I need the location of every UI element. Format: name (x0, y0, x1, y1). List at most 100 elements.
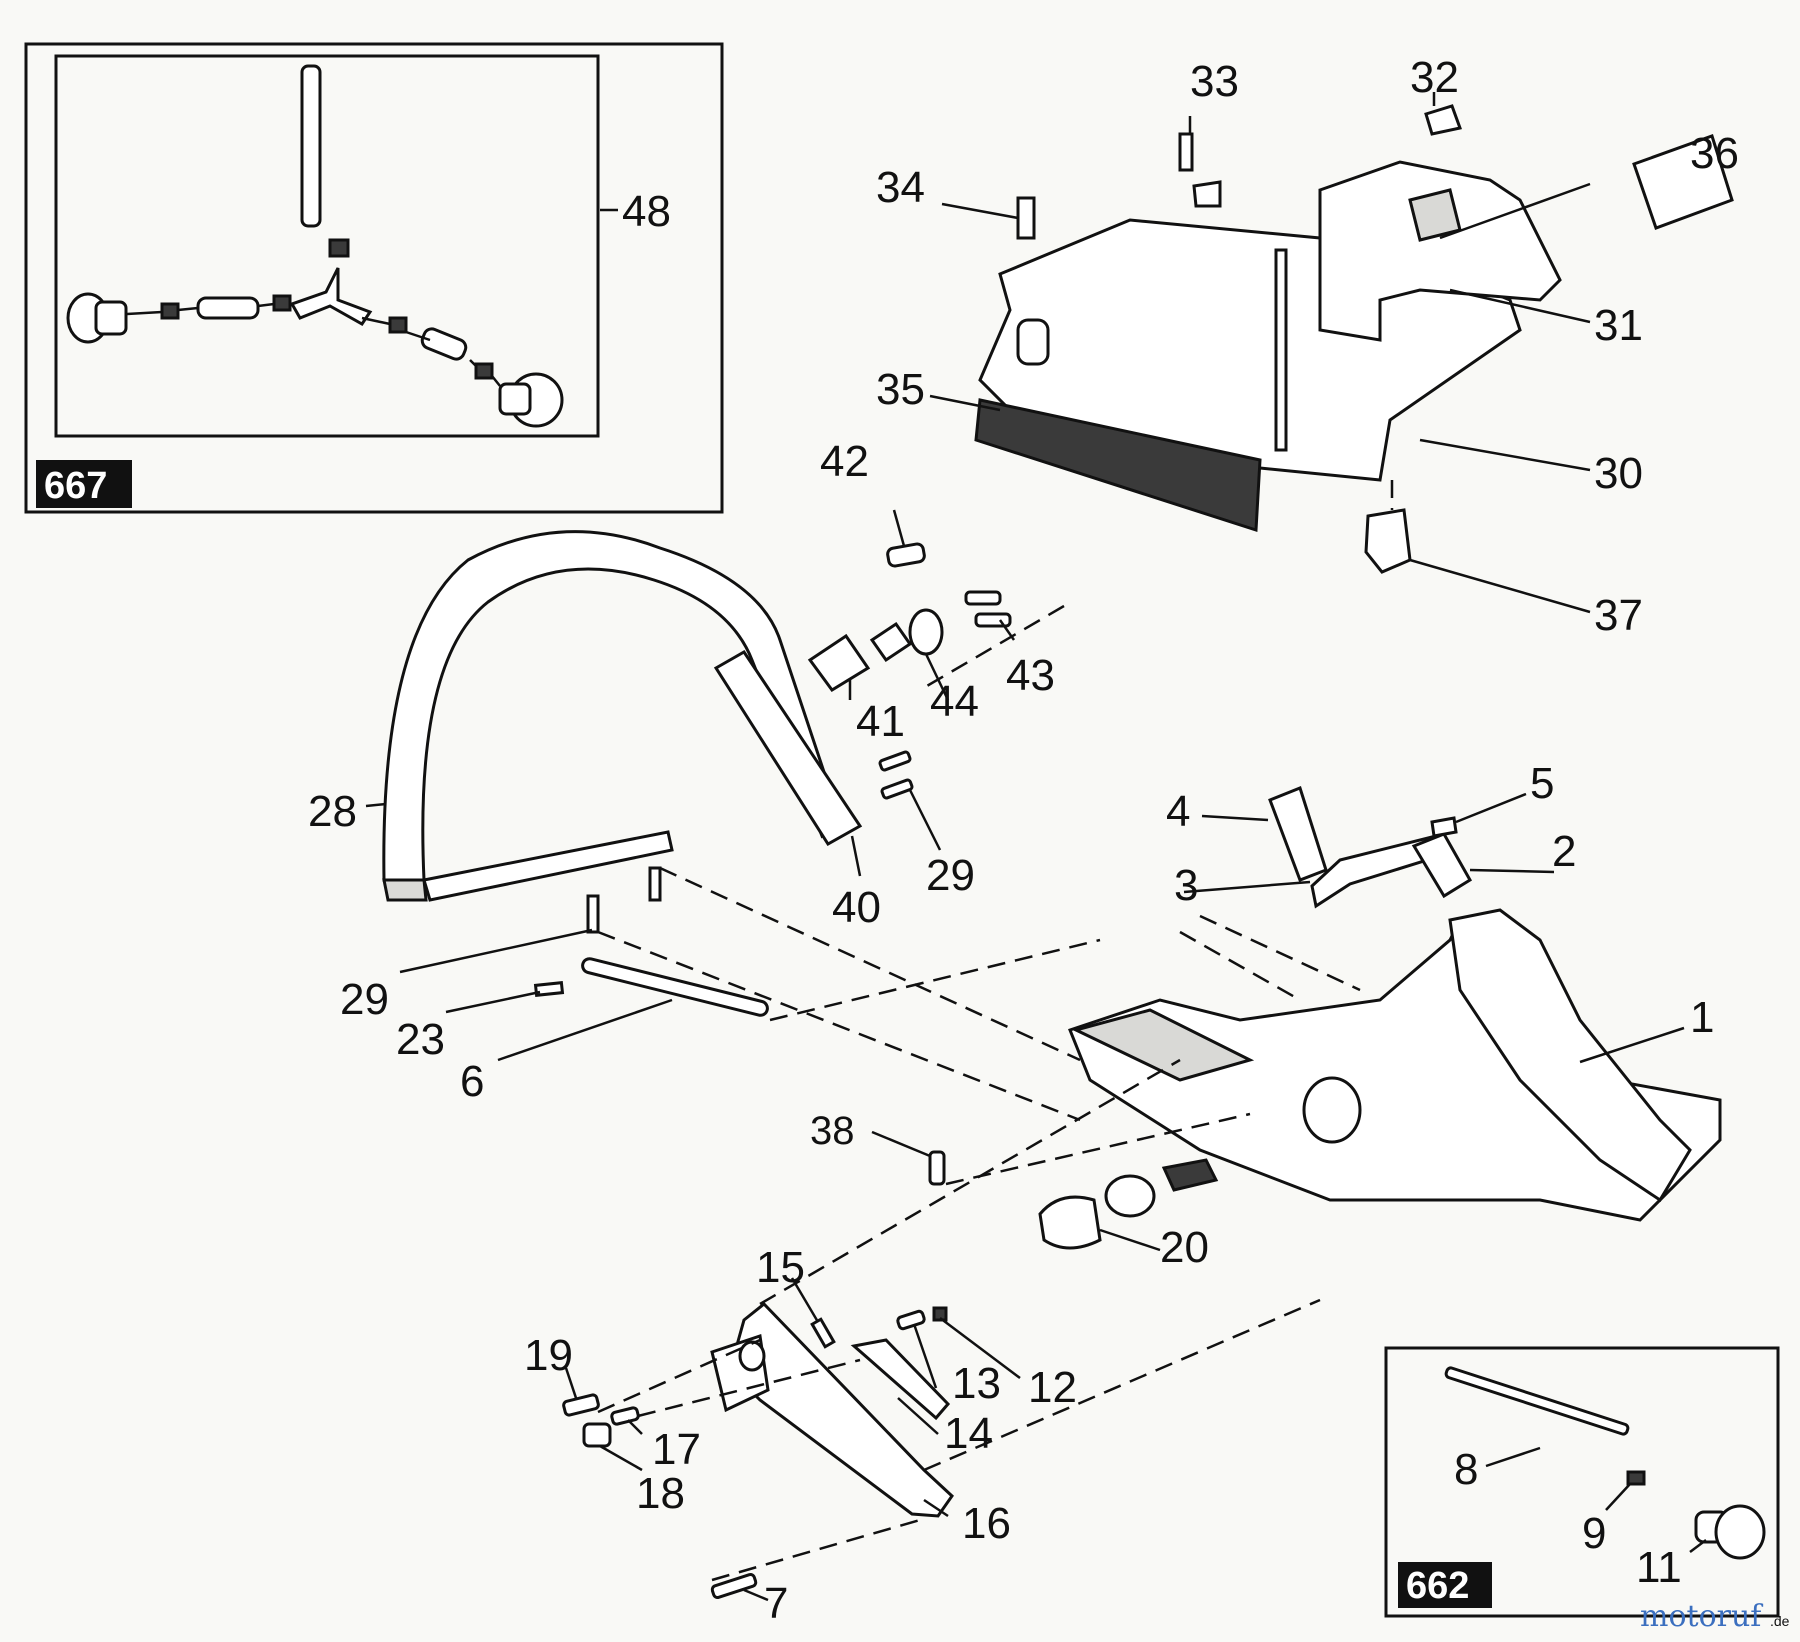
hose-6 (581, 957, 769, 1017)
screw-7 (710, 1573, 758, 1599)
front-handle-dashed-lines (597, 604, 1101, 1122)
callout-18: 18 (636, 1469, 685, 1518)
cap-gasket-20 (1104, 1174, 1156, 1218)
callout-43: 43 (1006, 651, 1055, 700)
inset-667: 48 667 (24, 42, 724, 514)
leader-36 (1439, 182, 1591, 240)
callout-42: 42 (820, 437, 869, 486)
throttle-lever-4 (1268, 786, 1328, 882)
housing-front-bumper (1071, 1008, 1255, 1082)
inset-662-tag: 662 (1406, 1565, 1469, 1607)
callout-13: 13 (952, 1359, 1001, 1408)
housing-dashed-lines (945, 914, 1361, 1186)
callout-31: 31 (1594, 301, 1643, 350)
leader-13 (912, 1323, 938, 1389)
inset-667-tag: 667 (44, 465, 107, 507)
handle-base-plate (422, 830, 674, 902)
callout-37: 37 (1594, 591, 1643, 640)
callout-32: 32 (1410, 53, 1459, 102)
inset-667-tag-bg (36, 460, 132, 508)
cap-strainer-20 (1161, 1158, 1219, 1192)
hose-clamp (328, 238, 350, 258)
knob-32 (1424, 104, 1462, 136)
spring-5 (1430, 816, 1458, 838)
pin-15 (810, 1317, 836, 1349)
decal-plate (1632, 134, 1734, 230)
callout-6: 6 (460, 1057, 484, 1106)
callout-40: 40 (832, 883, 881, 932)
leader-20 (1099, 1228, 1161, 1252)
leader-23 (445, 990, 541, 1014)
leader-28 (365, 802, 387, 808)
hose-segment-right (420, 327, 468, 361)
inset-662-tag-bg (1398, 1562, 1492, 1608)
callout-41: 41 (856, 697, 905, 746)
callout-12: 12 (1028, 1363, 1077, 1412)
bushing-42 (886, 542, 926, 568)
callout-15: 15 (756, 1243, 805, 1292)
fuel-filter-left-body (94, 300, 128, 336)
fuel-filter-right-body (498, 382, 532, 416)
leader-30 (1419, 438, 1591, 472)
callout-1: 1 (1690, 993, 1714, 1042)
leader-34 (941, 202, 1019, 220)
clamp-left (160, 302, 180, 320)
leader-3 (1183, 880, 1311, 894)
chain-guard-group: 15 19 17 18 12 13 14 16 7 (524, 1058, 1321, 1628)
callout-29-right: 29 (926, 851, 975, 900)
hose-segment-left (196, 296, 260, 320)
front-handle-group: 28 42 41 44 43 40 29 29 23 6 (308, 437, 1101, 1122)
callout-35: 35 (876, 365, 925, 414)
long-screw (1274, 248, 1288, 452)
nut-33 (1192, 180, 1222, 208)
handle-bracket-40 (713, 650, 863, 847)
callout-28: 28 (308, 787, 357, 836)
callout-34: 34 (876, 163, 925, 212)
bolt-19 (562, 1393, 600, 1417)
cover-vent-slots (974, 398, 1262, 533)
clamp-mid (272, 294, 292, 312)
clamp-9 (1626, 1470, 1646, 1486)
screw-43b (974, 612, 1012, 628)
inset-667-frame (24, 42, 724, 514)
callout-9: 9 (1582, 1509, 1606, 1558)
leader-6 (497, 998, 673, 1062)
leader-31 (1449, 288, 1591, 324)
screw-29b (880, 778, 914, 800)
callout-30: 30 (1594, 449, 1643, 498)
leader-29-left (399, 928, 593, 974)
screw-33 (1178, 132, 1194, 172)
fitting-23 (533, 981, 565, 997)
guard-hole (738, 1340, 766, 1372)
callout-4: 4 (1166, 787, 1190, 836)
leader-42 (892, 509, 906, 547)
inset-662-frame (1384, 1346, 1780, 1618)
leader-15 (790, 1277, 820, 1323)
callout-2: 2 (1552, 827, 1576, 876)
leader-38 (871, 1130, 931, 1158)
callout-48: 48 (622, 187, 671, 236)
leader-14 (897, 1397, 939, 1435)
fuel-cap-20 (1038, 1195, 1102, 1250)
leader-9 (1605, 1483, 1631, 1511)
clamp-end (474, 362, 494, 380)
callout-29-left: 29 (340, 975, 389, 1024)
callout-36: 36 (1690, 129, 1739, 178)
front-handle-bar (382, 530, 842, 882)
leader-1 (1579, 1026, 1685, 1064)
leader-29-right (908, 789, 942, 851)
watermark-suffix: .de (1770, 1613, 1790, 1629)
callout-8: 8 (1454, 1445, 1478, 1494)
leader-16 (923, 1498, 949, 1518)
screw-29d (648, 866, 662, 902)
leader-4 (1201, 814, 1269, 822)
leader-12 (939, 1317, 1021, 1379)
screw-29c (586, 894, 600, 934)
callout-16: 16 (962, 1499, 1011, 1548)
fuel-line-8 (1444, 1366, 1630, 1436)
inset-667-connection-lines (125, 302, 501, 387)
spring-41 (869, 621, 913, 663)
callout-44: 44 (930, 677, 979, 726)
oil-tank-opening (1302, 1076, 1362, 1144)
